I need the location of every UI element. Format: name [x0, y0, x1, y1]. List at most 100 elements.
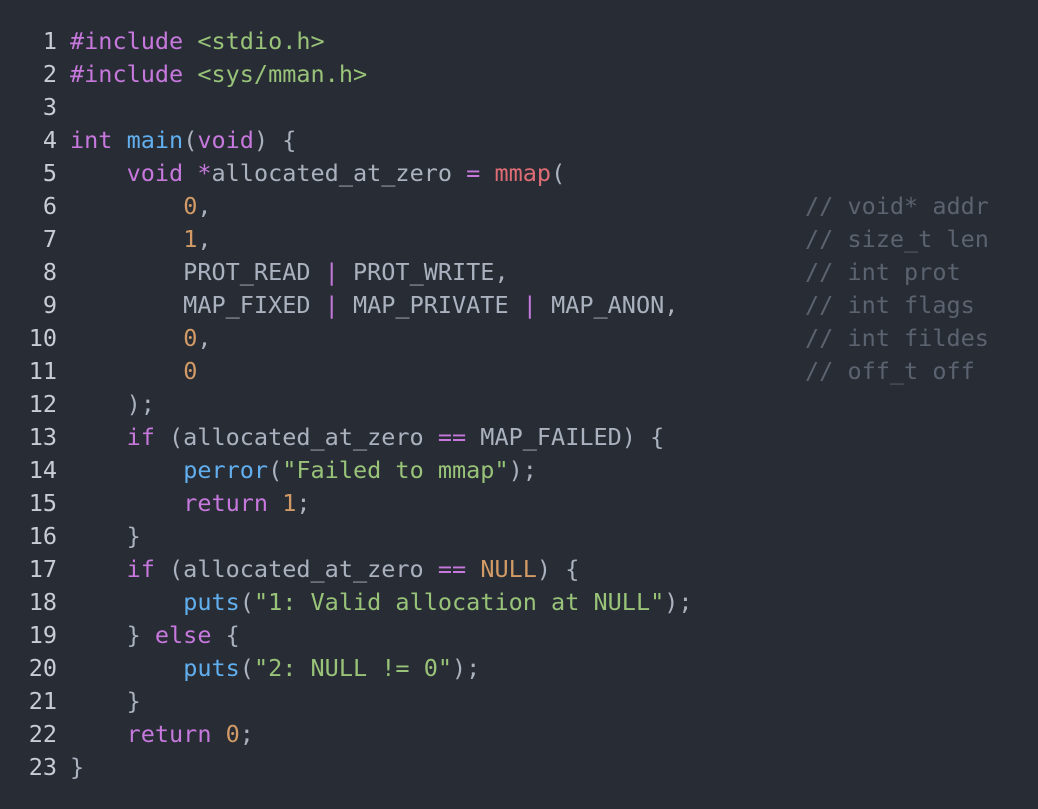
code-text[interactable]: #include <sys/mman.h>: [70, 58, 367, 91]
code-token: ,: [197, 192, 212, 220]
code-text[interactable]: return 1;: [70, 487, 311, 520]
code-token: ==: [437, 423, 467, 451]
line-number: 13: [28, 423, 57, 451]
code-token: ==: [437, 555, 467, 583]
code-token: "2: NULL != 0": [253, 654, 453, 682]
code-token: [211, 720, 225, 748]
code-text[interactable]: 0,: [70, 322, 212, 355]
code-token: |: [324, 291, 339, 319]
code-token: }: [70, 621, 155, 649]
code-token: ,: [197, 324, 212, 352]
line-number: 9: [42, 291, 57, 319]
code-token: MAP_ANON,: [536, 291, 679, 319]
code-text[interactable]: 1,: [70, 223, 211, 256]
code-line: 3: [0, 91, 1038, 124]
code-token: ) {: [253, 126, 297, 154]
code-line: 19 } else {: [0, 619, 1038, 652]
code-token: if: [126, 423, 155, 451]
code-line: 16 }: [0, 520, 1038, 553]
code-token: ;: [296, 489, 311, 517]
line-number: 10: [28, 324, 57, 352]
code-token: perror: [183, 456, 269, 484]
code-line: 22 return 0;: [0, 718, 1038, 751]
code-line: 18 puts("1: Valid allocation at NULL");: [0, 586, 1038, 619]
code-token: (: [239, 588, 254, 616]
line-number: 15: [28, 489, 57, 517]
code-text[interactable]: );: [70, 388, 155, 421]
line-number: 23: [28, 753, 57, 781]
code-token: PROT_READ: [70, 258, 325, 286]
line-number: 21: [28, 687, 57, 715]
code-text[interactable]: PROT_READ | PROT_WRITE,: [70, 256, 509, 289]
code-text[interactable]: }: [70, 751, 84, 784]
line-number: 18: [28, 588, 57, 616]
code-text[interactable]: if (allocated_at_zero == MAP_FAILED) {: [70, 421, 665, 454]
code-line: 11 0// off_t off: [0, 355, 1038, 388]
code-text[interactable]: if (allocated_at_zero == NULL) {: [70, 553, 580, 586]
code-line: 20 puts("2: NULL != 0");: [0, 652, 1038, 685]
line-number: 19: [28, 621, 57, 649]
code-token: {: [211, 621, 240, 649]
code-token: (: [268, 456, 283, 484]
code-token: else: [154, 621, 212, 649]
code-token: MAP_FIXED: [70, 291, 325, 319]
code-text[interactable]: #include <stdio.h>: [70, 25, 325, 58]
code-token: [480, 159, 494, 187]
line-number: 8: [42, 258, 57, 286]
code-token: (: [183, 126, 198, 154]
code-token: }: [70, 753, 85, 781]
code-line: 14 perror("Failed to mmap");: [0, 454, 1038, 487]
code-text[interactable]: return 0;: [70, 718, 254, 751]
code-token: [183, 159, 197, 187]
code-text[interactable]: perror("Failed to mmap");: [70, 454, 537, 487]
code-token: );: [452, 654, 481, 682]
line-number: 12: [28, 390, 57, 418]
code-text[interactable]: puts("2: NULL != 0");: [70, 652, 480, 685]
code-token: ;: [239, 720, 254, 748]
code-token: [70, 324, 183, 352]
code-line: 7 1,// size_t len: [0, 223, 1038, 256]
code-token: #include: [70, 27, 184, 55]
code-token: [112, 126, 126, 154]
code-token: [70, 654, 183, 682]
code-token: [183, 27, 197, 55]
code-token: 0: [225, 720, 240, 748]
line-number: 5: [42, 159, 57, 187]
code-line: 6 0,// void* addr: [0, 190, 1038, 223]
code-token: [70, 588, 183, 616]
code-text[interactable]: int main(void) {: [70, 124, 296, 157]
code-token: 0: [183, 324, 198, 352]
code-token: [268, 489, 282, 517]
code-text[interactable]: }: [70, 685, 141, 718]
line-number: 22: [28, 720, 57, 748]
code-text[interactable]: 0: [70, 355, 197, 388]
line-number: 14: [28, 456, 57, 484]
code-token: |: [522, 291, 537, 319]
code-token: [183, 60, 197, 88]
code-token: [70, 159, 127, 187]
code-text[interactable]: MAP_FIXED | MAP_PRIVATE | MAP_ANON,: [70, 289, 678, 322]
code-token: );: [664, 588, 693, 616]
code-text[interactable]: 0,: [70, 190, 212, 223]
code-text[interactable]: void *allocated_at_zero = mmap(: [70, 157, 566, 190]
code-token: [70, 555, 127, 583]
code-text[interactable]: } else {: [70, 619, 240, 652]
code-text[interactable]: puts("1: Valid allocation at NULL");: [70, 586, 693, 619]
code-token: <sys/mman.h>: [197, 60, 368, 88]
code-token: =: [466, 159, 481, 187]
code-line: 9 MAP_FIXED | MAP_PRIVATE | MAP_ANON,// …: [0, 289, 1038, 322]
code-text[interactable]: }: [70, 520, 141, 553]
code-token: PROT_WRITE,: [338, 258, 509, 286]
code-token: [70, 225, 183, 253]
code-token: *: [197, 159, 212, 187]
code-token: "1: Valid allocation at NULL": [253, 588, 665, 616]
code-token: [466, 555, 480, 583]
code-comment: // int prot: [805, 258, 961, 286]
line-number: 3: [42, 93, 57, 121]
code-token: |: [324, 258, 339, 286]
code-token: (allocated_at_zero: [154, 423, 438, 451]
code-token: 1: [183, 225, 198, 253]
code-token: );: [508, 456, 537, 484]
